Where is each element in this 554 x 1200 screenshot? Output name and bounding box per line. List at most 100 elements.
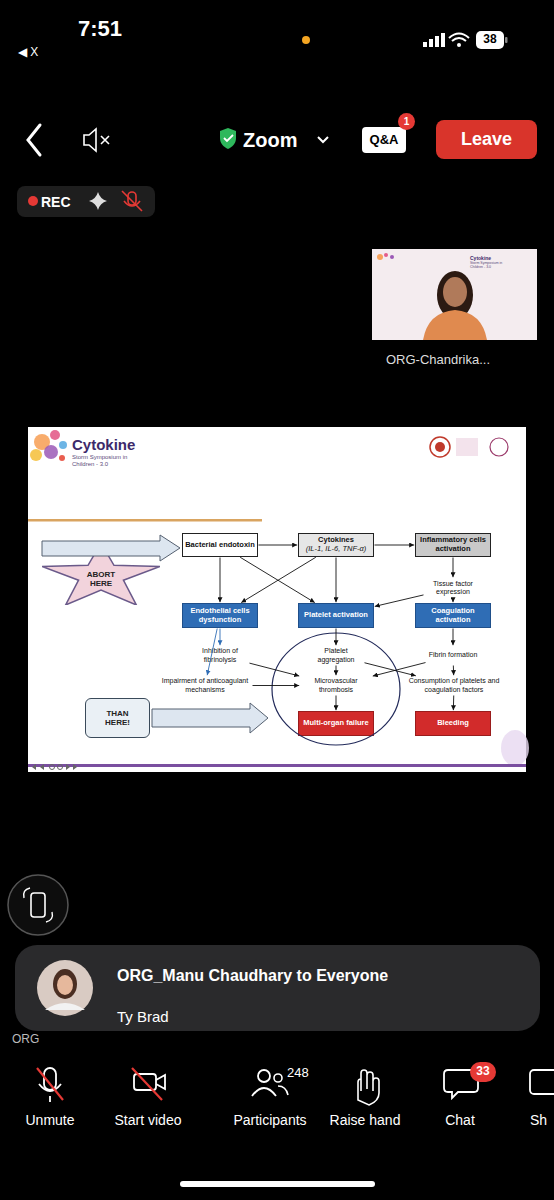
status-icons xyxy=(457,43,461,47)
flow-arrow xyxy=(336,696,337,711)
node-text: 33 xyxy=(476,1065,489,1079)
battery-indicator: 38 xyxy=(476,31,504,49)
node-text: 1 xyxy=(404,116,410,128)
process-box: Platelet activation xyxy=(298,603,374,628)
sender-avatar xyxy=(37,960,93,1016)
bottom-toolbar-icons xyxy=(37,1068,554,1187)
chat-toast: ORG_Manu Chaudhary to Everyone Ty Brad xyxy=(15,945,540,1031)
bottom-toolbar-icons xyxy=(358,1070,379,1105)
node-text: Cytokines xyxy=(318,536,354,545)
slide-logo xyxy=(30,449,42,461)
flow-arrow xyxy=(364,663,415,676)
status-icons xyxy=(435,36,439,47)
sponsor-logos xyxy=(430,437,508,457)
slide-control-icons xyxy=(32,764,44,770)
flow-arrow xyxy=(336,666,337,676)
node-text: Inhibition of fibrinolysis xyxy=(191,647,249,663)
video-thumbnail xyxy=(372,249,537,340)
notification-badge: 1 xyxy=(398,113,415,130)
outcome-box: Bleeding xyxy=(415,711,491,736)
flow-arrow xyxy=(453,558,454,578)
leave-button: Leave xyxy=(436,120,537,159)
slide-control-icons xyxy=(58,765,63,770)
rec-icons xyxy=(89,192,107,210)
flow-arrow xyxy=(453,666,454,676)
flow-arrow xyxy=(259,545,298,546)
flow-arrow xyxy=(240,557,315,602)
rec-icons xyxy=(28,196,38,206)
process-box: Coagulation activation xyxy=(415,603,491,628)
status-icons xyxy=(302,36,310,44)
corner-decoration xyxy=(501,730,529,766)
bottom-toolbar-icons xyxy=(180,1181,375,1187)
rotate-button xyxy=(8,875,68,935)
status-icons xyxy=(452,38,466,41)
node-text: Inflammatory cells activation xyxy=(416,536,490,553)
rec-icons xyxy=(28,191,142,211)
back-link: ◀ X xyxy=(18,46,38,59)
sender-avatar xyxy=(37,960,93,1016)
node-text: Impairment of anticoagulant mechanisms xyxy=(158,677,252,693)
zoom-toolbar-icons xyxy=(220,128,236,149)
flow-arrow xyxy=(336,629,337,646)
text-node: Inhibition of fibrinolysis xyxy=(191,646,249,665)
node-text: (IL-1, IL-6, TNF-α) xyxy=(306,545,367,554)
zoom-toolbar-icons xyxy=(318,137,328,142)
text-node: Fibrin formation xyxy=(426,646,480,665)
slide-logo xyxy=(30,430,67,461)
slide-control-icons xyxy=(32,764,77,770)
node-text: Platelet aggregation xyxy=(308,647,364,663)
recording-pill: REC xyxy=(17,186,155,217)
hidden-name: ORG xyxy=(12,1033,39,1046)
node-text: Coagulation activation xyxy=(416,607,490,624)
flow-arrow xyxy=(220,558,221,603)
participant-count: 248 xyxy=(287,1066,309,1080)
qa-button: Q&A xyxy=(362,127,406,153)
node-text: THAN HERE! xyxy=(98,709,138,727)
sender-avatar xyxy=(53,969,77,999)
flow-arrow xyxy=(249,663,299,676)
video-thumbnail xyxy=(377,254,383,260)
video-thumbnail xyxy=(384,253,388,257)
slide-logo xyxy=(59,441,67,449)
text-node: Consumption of platelets and coagulation… xyxy=(408,676,500,695)
process-box: Inflammatory cells activation xyxy=(415,533,491,557)
zoom-toolbar-icons xyxy=(84,129,96,151)
toolbar-label: Chat xyxy=(445,1113,475,1128)
text-node: Platelet aggregation xyxy=(308,646,364,665)
node-text: Consumption of platelets and coagulation… xyxy=(408,677,500,693)
bottom-toolbar-icons xyxy=(274,1074,282,1082)
node-text: Ty Brad xyxy=(117,1008,169,1025)
clock: 7:51 xyxy=(78,17,122,41)
node-text: ORG_Manu Chaudhary to Everyone xyxy=(117,967,388,985)
node-text: Leave xyxy=(461,129,512,150)
toolbar-label: Raise hand xyxy=(330,1113,401,1128)
slide-control-icons xyxy=(66,764,77,770)
bottom-toolbar-icons xyxy=(278,1086,288,1095)
process-box: Bacterial endotoxin xyxy=(182,533,258,557)
node-text: REC xyxy=(41,194,71,210)
slide-logo xyxy=(50,430,60,440)
zoom-toolbar-icons xyxy=(28,125,328,155)
title-underline xyxy=(28,519,262,522)
node-text: Endothelial cells dysfunction xyxy=(183,607,257,624)
flow-arrow xyxy=(373,663,426,677)
status-icons xyxy=(441,33,445,47)
sponsor-logos xyxy=(456,438,478,456)
flow-arrow xyxy=(336,558,337,603)
toolbar-label: Sh xyxy=(530,1113,547,1128)
thumbnail-title: Cytokine xyxy=(470,256,491,262)
node-text: Fibrin formation xyxy=(429,651,478,659)
node-text: Microvascular thrombosis xyxy=(300,677,372,693)
node-text: 38 xyxy=(483,33,496,47)
status-icons xyxy=(505,37,508,43)
text-node: Impairment of anticoagulant mechanisms xyxy=(158,676,252,695)
flow-arrow xyxy=(453,629,454,646)
outcome-box: Multi-organ failure xyxy=(298,711,374,736)
status-icons xyxy=(429,39,433,47)
chat-badge: 33 xyxy=(470,1062,496,1082)
flow-arrow xyxy=(453,696,454,711)
status-icons xyxy=(423,42,427,47)
